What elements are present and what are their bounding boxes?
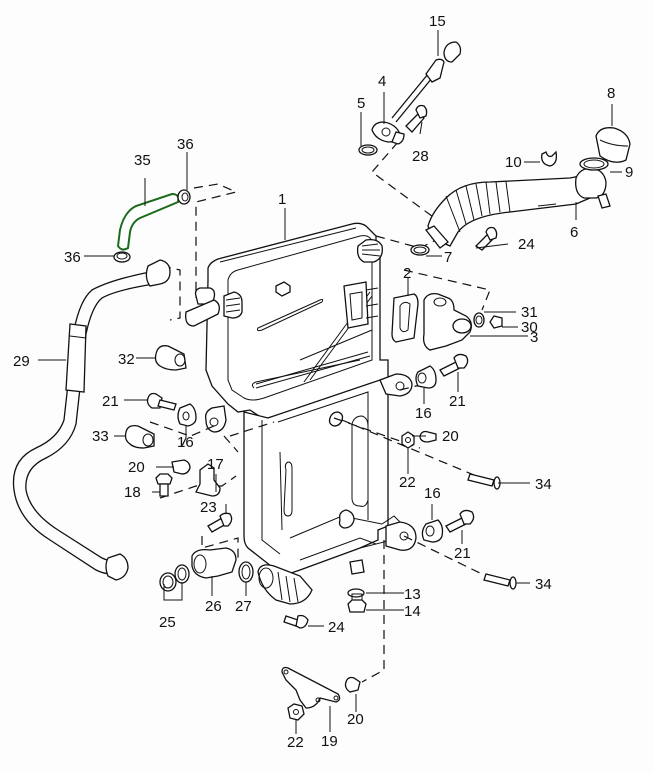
callout-25[interactable]: 25 [159, 614, 176, 631]
callout-36-lower[interactable]: 36 [64, 249, 81, 266]
callout-22-right[interactable]: 22 [399, 474, 416, 491]
support-bracket[interactable] [281, 666, 341, 709]
callout-27[interactable]: 27 [235, 598, 252, 615]
callout-20-left[interactable]: 20 [128, 459, 145, 476]
callout-33[interactable]: 33 [92, 428, 109, 445]
bolt[interactable] [445, 509, 475, 533]
union[interactable] [154, 345, 187, 371]
callout-36-upper[interactable]: 36 [177, 136, 194, 153]
bolt[interactable] [207, 512, 233, 533]
callout-29[interactable]: 29 [13, 353, 30, 370]
oil-tank[interactable] [185, 222, 417, 576]
callout-5[interactable]: 5 [357, 95, 365, 112]
callout-7[interactable]: 7 [444, 249, 452, 266]
callout-16-lower[interactable]: 16 [424, 485, 441, 502]
connection-flange[interactable] [191, 547, 237, 579]
callout-16-right[interactable]: 16 [415, 405, 432, 422]
gasket[interactable] [391, 293, 419, 343]
callout-34-upper[interactable]: 34 [535, 476, 552, 493]
callout-2[interactable]: 2 [403, 265, 411, 282]
callout-20-right[interactable]: 20 [442, 428, 459, 445]
bellows-pipe[interactable] [257, 564, 313, 605]
filler-tube[interactable] [425, 167, 611, 249]
callout-labels: 1 2 3 4 5 6 7 8 9 10 13 14 15 16 16 16 1… [13, 13, 633, 751]
spacer[interactable] [171, 459, 191, 475]
callout-14[interactable]: 14 [404, 603, 421, 620]
bolt[interactable] [439, 353, 469, 377]
callout-18[interactable]: 18 [124, 484, 141, 501]
nut[interactable] [401, 431, 415, 449]
bolt[interactable] [405, 104, 428, 133]
callout-19[interactable]: 19 [321, 733, 338, 750]
flange-plate[interactable] [343, 281, 379, 329]
callout-16-left[interactable]: 16 [177, 434, 194, 451]
callout-23[interactable]: 23 [200, 499, 217, 516]
callout-4[interactable]: 4 [378, 73, 386, 90]
o-ring[interactable] [238, 561, 254, 583]
oil-line[interactable] [12, 259, 171, 581]
callout-6[interactable]: 6 [570, 224, 578, 241]
callout-24-bottom[interactable]: 24 [328, 619, 345, 636]
dipstick-guide[interactable] [371, 121, 405, 145]
callout-20-bottom[interactable]: 20 [347, 711, 364, 728]
bolt[interactable] [146, 392, 177, 411]
filler-neck-housing[interactable] [422, 292, 472, 351]
callout-8[interactable]: 8 [607, 85, 615, 102]
callout-31[interactable]: 31 [521, 304, 538, 321]
rubber-mount[interactable] [177, 403, 197, 427]
callout-32[interactable]: 32 [118, 351, 135, 368]
seal-ring[interactable] [473, 312, 485, 328]
seal-ring[interactable] [579, 157, 609, 171]
bolt[interactable] [467, 473, 501, 490]
callout-30[interactable]: 30 [521, 319, 538, 336]
callout-15[interactable]: 15 [429, 13, 446, 30]
rubber-mount[interactable] [421, 519, 444, 543]
callout-21-lower[interactable]: 21 [454, 545, 471, 562]
callout-21-right[interactable]: 21 [449, 393, 466, 410]
bracket[interactable] [195, 463, 221, 497]
filler-cap[interactable] [595, 127, 631, 163]
drain-plug[interactable] [347, 593, 367, 613]
callout-10[interactable]: 10 [505, 154, 522, 171]
rubber-mount[interactable] [415, 365, 437, 389]
union[interactable] [124, 424, 155, 449]
callout-35[interactable]: 35 [134, 152, 151, 169]
callout-28[interactable]: 28 [412, 148, 429, 165]
hose[interactable] [116, 192, 180, 251]
spacer[interactable] [419, 430, 437, 443]
callout-34-lower[interactable]: 34 [535, 576, 552, 593]
bolt[interactable] [283, 614, 309, 629]
callout-1[interactable]: 1 [278, 191, 286, 208]
bolt[interactable] [474, 226, 498, 251]
nut[interactable] [287, 703, 305, 721]
callout-9[interactable]: 9 [625, 164, 633, 181]
callout-21-left[interactable]: 21 [102, 393, 119, 410]
spacer[interactable] [344, 676, 361, 693]
dipstick[interactable] [391, 41, 462, 123]
callout-17[interactable]: 17 [207, 456, 224, 473]
o-ring[interactable] [358, 144, 378, 156]
leader-lines [38, 30, 622, 734]
hose-clamp[interactable] [113, 251, 131, 263]
callout-13[interactable]: 13 [404, 586, 421, 603]
bolt[interactable] [155, 473, 173, 497]
bolt[interactable] [483, 573, 517, 590]
clip[interactable] [541, 150, 558, 167]
plug[interactable] [489, 315, 503, 329]
callout-26[interactable]: 26 [205, 598, 222, 615]
o-ring[interactable] [410, 244, 430, 256]
callout-24-top[interactable]: 24 [518, 236, 535, 253]
callout-3[interactable]: 3 [530, 329, 538, 346]
hose-clamp[interactable] [177, 189, 191, 205]
callout-22-bottom[interactable]: 22 [287, 734, 304, 751]
